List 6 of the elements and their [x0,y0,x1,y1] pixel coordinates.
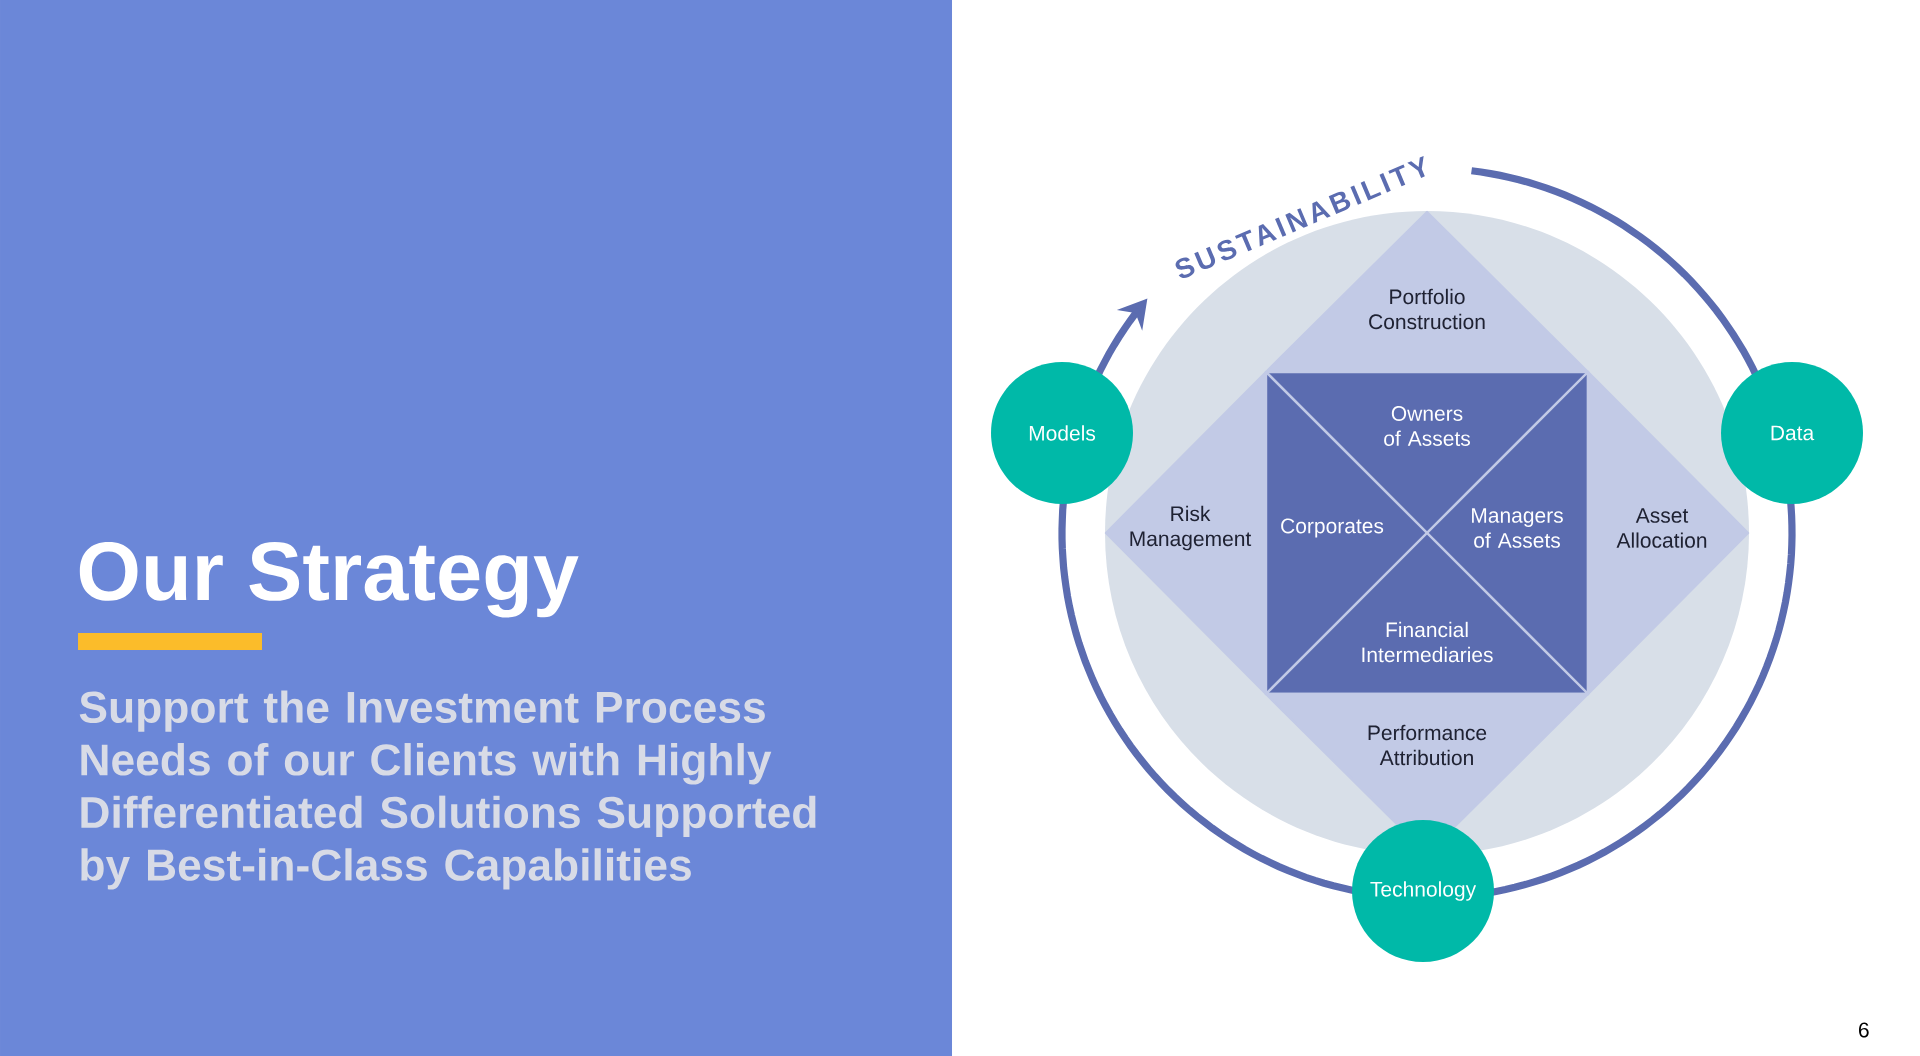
subtitle: Support the Investment Process Needs of our Clients with Highly Differentiated Solutions Supported by Best-in-Class Capabilities [79,690,816,890]
page-number: 6 [1859,1022,1869,1038]
diamond-segment: Asset Allocation [1586,370,1750,696]
diamond-segment: Performance Attribution [1264,692,1590,856]
title: Our Strategy [78,542,579,650]
diamond-segment: Risk Management [1104,370,1268,696]
